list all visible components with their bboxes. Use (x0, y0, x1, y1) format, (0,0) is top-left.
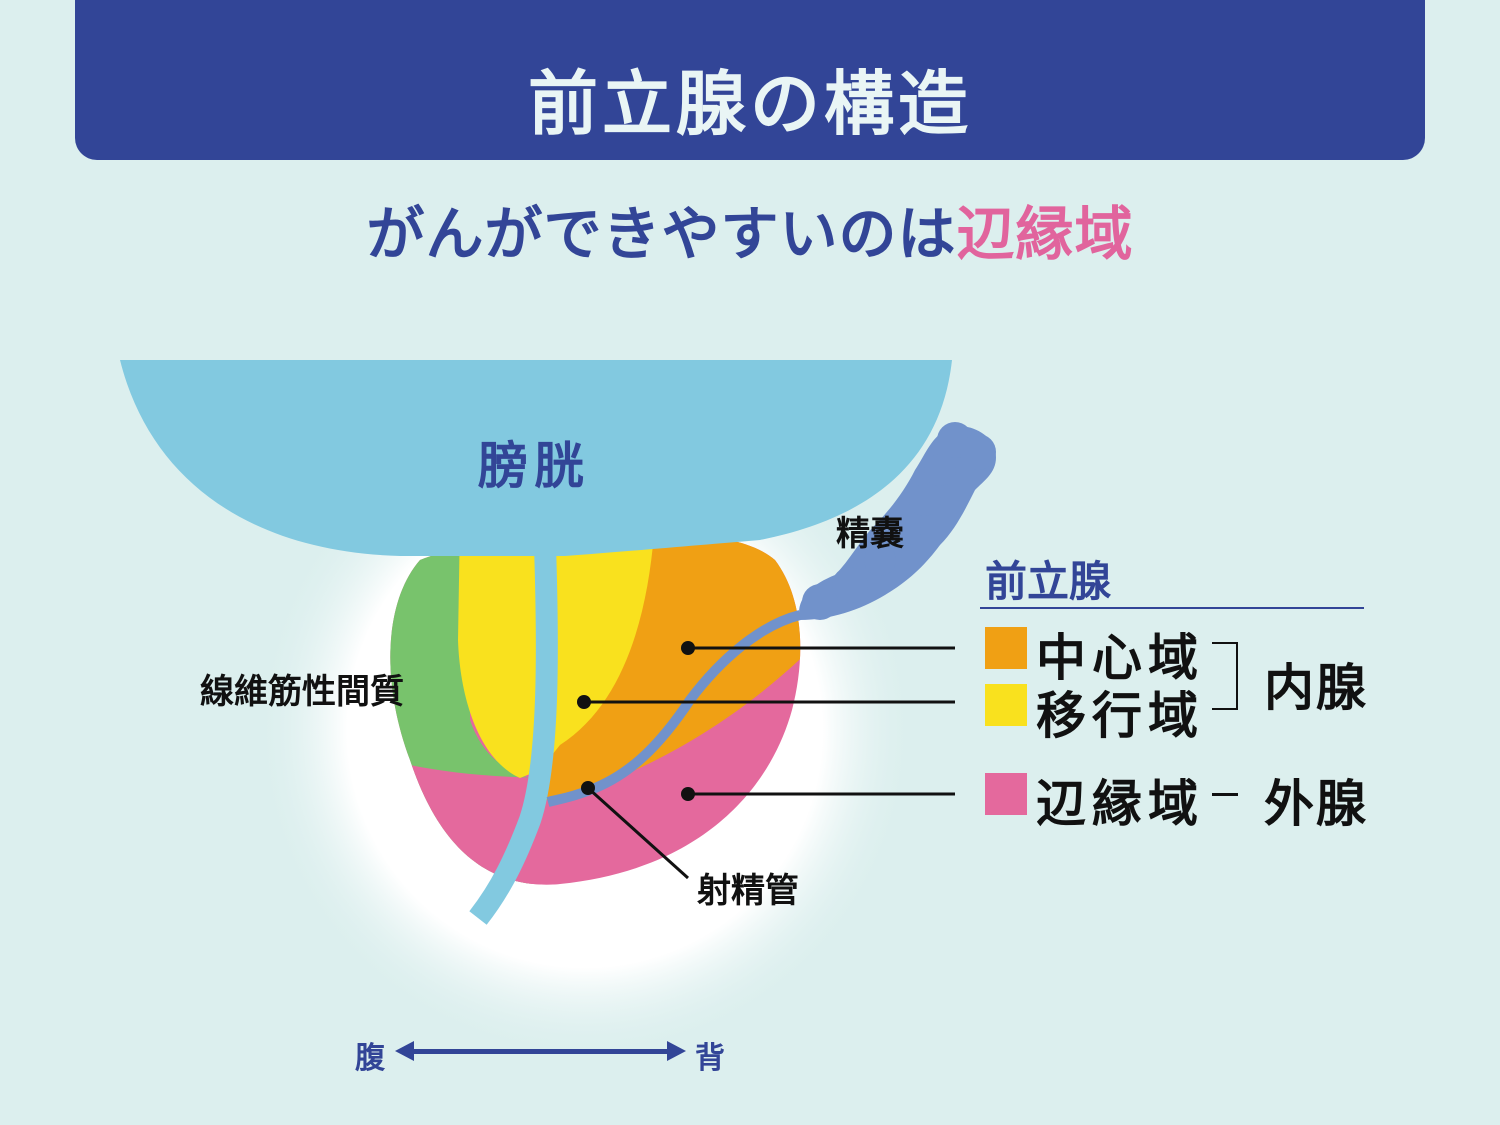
axis-label-ventral: 腹 (355, 1041, 385, 1076)
legend-title: 前立腺 (985, 557, 1112, 606)
label-bladder: 膀胱 (478, 437, 590, 495)
bracket-inner-gland (1212, 642, 1238, 710)
bladder-shape (120, 360, 952, 556)
dash-outer-gland (1212, 793, 1238, 796)
subtitle-highlight: 辺縁域 (956, 200, 1134, 268)
label-seminal-vesicle: 精嚢 (836, 514, 904, 554)
legend-outer-gland: 外腺 (1264, 775, 1368, 833)
axis-label-dorsal: 背 (695, 1041, 725, 1076)
legend-divider (980, 607, 1364, 609)
page-title: 前立腺の構造 (528, 63, 972, 145)
swatch-transition-zone (985, 684, 1027, 726)
swatch-peripheral-zone (985, 773, 1027, 815)
legend-transition-zone: 移行域 (1036, 687, 1204, 745)
leader-dots (577, 641, 695, 801)
legend-peripheral-zone: 辺縁域 (1036, 775, 1204, 833)
leader-lines (584, 646, 955, 880)
label-fibromuscular-stroma: 線維筋性間質 (200, 672, 404, 712)
ejaculatory-duct (546, 610, 802, 807)
legend-inner-gland: 内腺 (1264, 659, 1368, 717)
title-banner: 前立腺の構造 (75, 0, 1425, 160)
subtitle: がんができやすいのは辺縁域 (0, 198, 1500, 270)
label-ejaculatory-duct: 射精管 (697, 871, 799, 911)
axis-arrow (395, 1041, 686, 1061)
subtitle-text: がんができやすいのは (366, 200, 957, 268)
legend-central-zone: 中心域 (1036, 629, 1204, 687)
swatch-central-zone (985, 627, 1027, 669)
urethra (469, 544, 558, 925)
